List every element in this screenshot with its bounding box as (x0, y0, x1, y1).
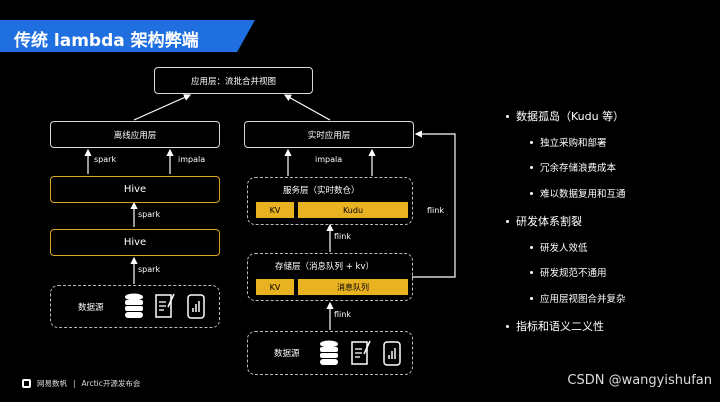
service-layer-label: 服务层（实时数仓） (283, 186, 360, 196)
mobile-signal-icon (383, 341, 401, 366)
storage-layer-container (247, 253, 413, 301)
storage-mq-block: 消息队列 (298, 279, 408, 295)
brand-logo-icon (22, 379, 31, 388)
edge-label-impala-2: impala (315, 155, 343, 164)
sub-bullet-item: 冗余存储浪费成本 (529, 160, 616, 174)
edge-label-impala-1: impala (178, 155, 206, 164)
bullet-item: 研发体系割裂 (506, 215, 582, 228)
datasource-right-label: 数据源 (274, 349, 300, 359)
page-title: 传统 lambda 架构弊端 (14, 31, 199, 51)
storage-mq-label: 消息队列 (337, 282, 369, 292)
mobile-signal-icon (187, 294, 205, 319)
document-edit-icon (351, 340, 371, 365)
footer-event: Arctic开源发布会 (81, 379, 141, 388)
edge-label-flink-bottom: flink (334, 310, 351, 319)
watermark: CSDN @wangyishufan (567, 373, 712, 388)
hive-top-box: Hive (50, 176, 220, 203)
document-edit-icon (155, 293, 175, 318)
sub-bullet-item: 独立采购和部署 (530, 135, 607, 149)
edge-label-flink-mid: flink (334, 232, 351, 241)
edge-label-spark-1: spark (94, 155, 117, 164)
storage-kv-label: KV (269, 282, 281, 292)
footer-divider: | (73, 379, 76, 388)
service-layer-container (247, 177, 413, 225)
realtime-app-label: 实时应用层 (307, 130, 351, 141)
footer-brand: 网易数帆 (37, 379, 67, 388)
service-kudu-block: Kudu (298, 202, 408, 218)
offline-app-label: 离线应用层 (113, 130, 157, 141)
sub-bullet-item: 难以数据复用和互通 (530, 186, 626, 200)
app-layer-label: 应用层：流批合并视图 (190, 76, 276, 87)
bullet-item: 指标和语义二义性 (506, 320, 604, 333)
edge-label-spark-3: spark (138, 265, 161, 274)
offline-app-box: 离线应用层 (50, 121, 220, 148)
sub-bullet-item: 应用层视图合并复杂 (530, 291, 626, 305)
hive-bottom-label: Hive (123, 237, 147, 248)
datasource-left-container (50, 285, 220, 328)
title-banner: 传统 lambda 架构弊端 (0, 20, 255, 52)
connector-offline-to-app (133, 94, 192, 121)
datasource-right-container (247, 331, 413, 375)
hive-top-label: Hive (123, 184, 147, 195)
sub-bullet-item: 研发规范不通用 (530, 265, 607, 279)
hive-bottom-box: Hive (50, 229, 220, 256)
footer: 网易数帆 | Arctic开源发布会 (22, 378, 140, 389)
datasource-left-label: 数据源 (78, 303, 104, 313)
connector-side-flink-loop (412, 130, 456, 278)
app-layer-box: 应用层：流批合并视图 (154, 67, 313, 94)
storage-kv-block: KV (256, 279, 294, 295)
sub-bullet-item: 研发人效低 (530, 240, 588, 254)
service-kv-label: KV (269, 205, 281, 215)
connector-realtime-to-app (283, 94, 331, 121)
service-kv-block: KV (256, 202, 294, 218)
edge-label-spark-2: spark (138, 210, 161, 219)
database-icon (320, 340, 338, 365)
service-kudu-label: Kudu (342, 205, 364, 215)
storage-layer-label: 存储层（消息队列 + kv） (275, 262, 374, 272)
database-icon (125, 293, 143, 318)
bullet-item: 数据孤岛（Kudu 等） (505, 110, 625, 123)
realtime-app-box: 实时应用层 (244, 121, 414, 148)
edge-label-flink-side: flink (427, 206, 444, 215)
